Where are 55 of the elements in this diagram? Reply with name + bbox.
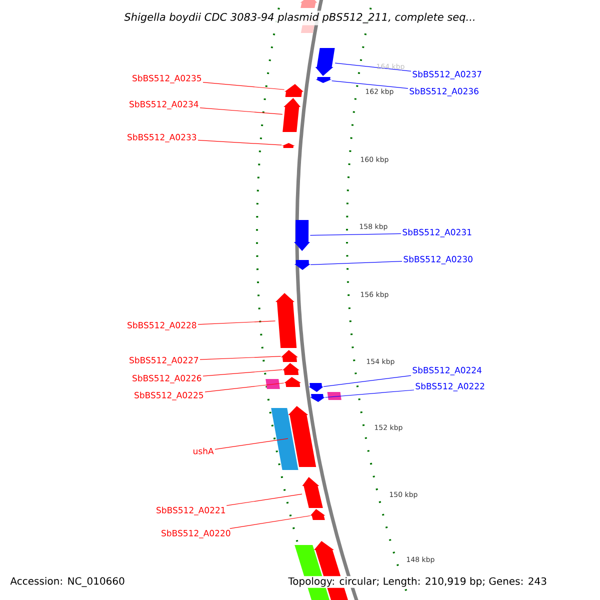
footer-text: Accession: NC_010660: [9, 576, 126, 588]
gene-label: SbBS512_A0236: [410, 88, 478, 96]
gene-label: SbBS512_A0224: [412, 366, 482, 376]
gene-feature: [284, 377, 302, 387]
gene-feature: [300, 0, 318, 8]
gene-label: SbBS512_A0226: [132, 374, 202, 384]
gene-feature: [308, 383, 324, 392]
gene-feature: [284, 84, 304, 97]
leader-line: [202, 82, 285, 90]
leader-line: [198, 140, 282, 146]
gene-label: SbBS512_A0234: [130, 100, 198, 110]
gene-feature: [282, 98, 301, 132]
gene-label: SbBS512_A0233: [128, 134, 196, 142]
gene-feature: [288, 406, 316, 467]
leader-line: [200, 108, 283, 115]
leader-line: [200, 356, 282, 360]
gene-label: SbBS512_A0222: [416, 382, 484, 392]
gene-label: SbBS512_A0227: [130, 356, 198, 366]
gene-label: SbBS512_A0225: [134, 392, 204, 400]
gene-feature: [315, 48, 335, 76]
gene-feature: [316, 77, 332, 83]
leader-line: [230, 515, 310, 529]
gene-feature: [281, 350, 298, 362]
gene-label: SbBS512_A0231: [402, 228, 472, 238]
gene-feature: [327, 392, 342, 400]
leader-line: [202, 369, 283, 376]
gene-label: SbBS512_A0221: [156, 506, 226, 516]
gene-label: SbBS512_A0230: [404, 256, 472, 264]
footer-text: Topology: circular; Length: 210,919 bp; Genes: 243: [287, 576, 548, 588]
gene-label: SbBS512_A0220: [162, 530, 230, 538]
gene-feature: [276, 293, 297, 348]
leader-line: [324, 390, 414, 398]
leader-line: [332, 80, 408, 89]
title: Shigella boydii CDC 3083-94 plasmid pBS512_211, complete seq...: [122, 10, 478, 26]
gene-feature: [282, 143, 295, 148]
gene-label: ushA: [194, 448, 214, 454]
leader-line: [214, 438, 288, 450]
gene-feature: [302, 477, 323, 508]
gene-feature: [282, 363, 300, 375]
leader-line: [226, 494, 302, 506]
leader-line: [334, 62, 412, 72]
leader-line: [323, 375, 412, 387]
gene-feature: [294, 260, 310, 270]
gene-feature: [294, 220, 310, 251]
gene-label: SbBS512_A0237: [412, 70, 482, 80]
leader-line: [198, 320, 276, 325]
gene-feature: [271, 408, 298, 470]
gene-label: SbBS512_A0235: [132, 74, 202, 84]
gene-feature: [310, 509, 326, 520]
leader-line: [310, 233, 402, 236]
gene-label: SbBS512_A0228: [128, 322, 196, 330]
leader-line: [310, 261, 402, 265]
gene-feature: [310, 394, 325, 402]
leader-line: [204, 382, 284, 392]
gene-feature: [266, 379, 280, 389]
